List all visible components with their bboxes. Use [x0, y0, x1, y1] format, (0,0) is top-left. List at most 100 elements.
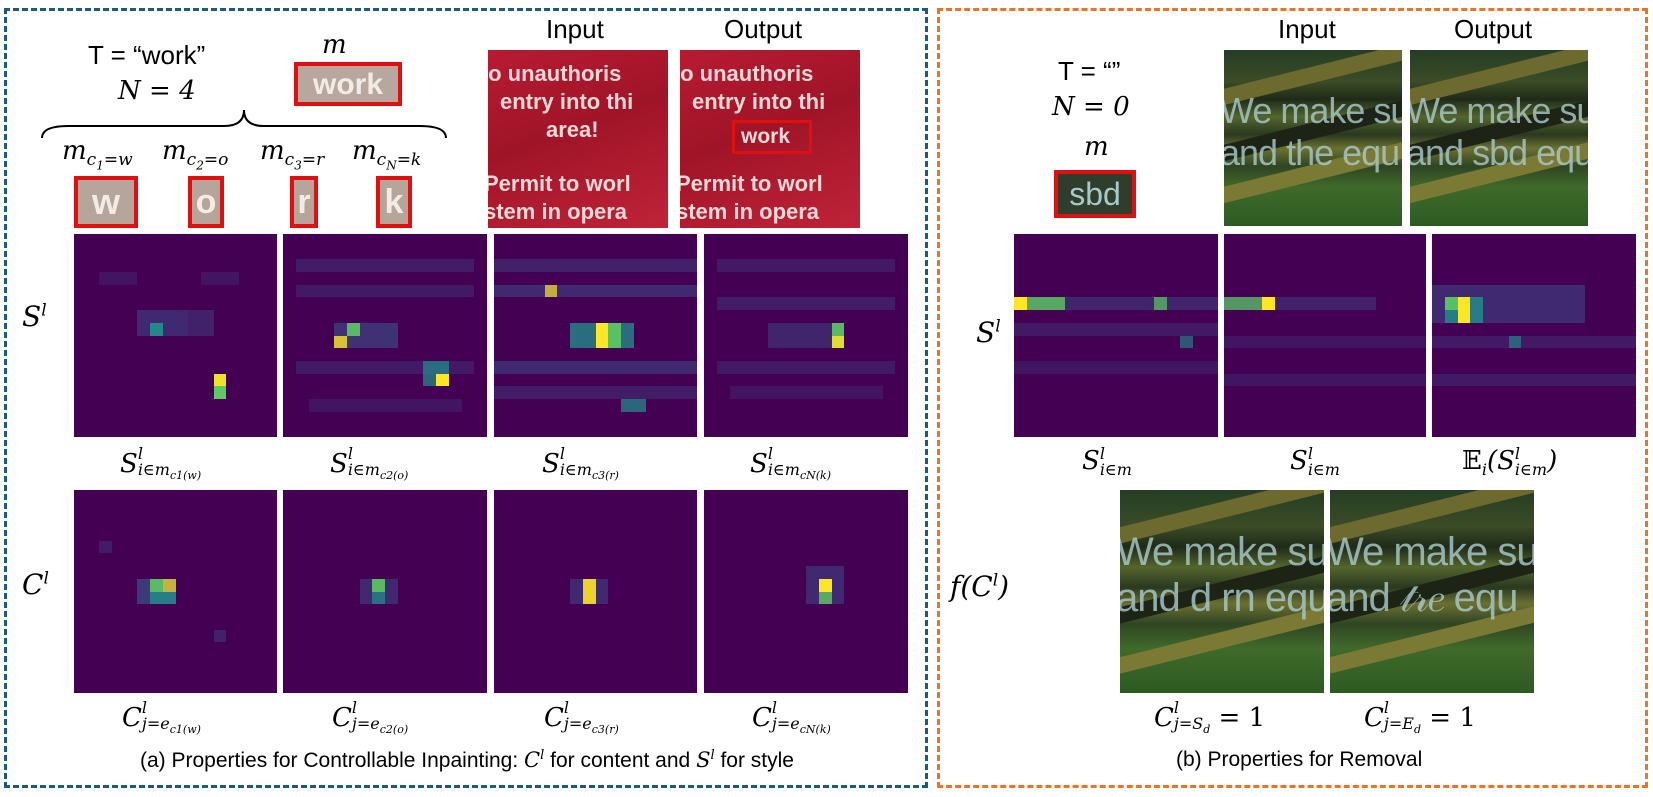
char-label-1: mc1=w [62, 136, 133, 173]
heatmap-style-char-k [704, 234, 908, 437]
heatmap-removal-style-mean [1432, 234, 1636, 437]
heatmap-removal-style-1 [1014, 234, 1218, 437]
heatmap-cell [620, 398, 647, 412]
heatmap-cell [716, 360, 896, 374]
heatmap-cell [608, 322, 621, 349]
heatmap-cell [1014, 297, 1218, 311]
heatmap-cell [582, 578, 596, 605]
removal-result-image-sd: We make su and d rn equ [1120, 490, 1324, 693]
heatmap-content-char-k [704, 490, 908, 693]
char-crop-3: r [290, 176, 318, 228]
heatmap-cell [1179, 335, 1193, 349]
panel-a-output-image: lo unauthoris entry into thi work Permit… [680, 50, 860, 228]
panel-a-mask-word-box: work [294, 62, 402, 106]
heatmap-cell [150, 322, 163, 336]
panel-b-input-image: We make su and the equ [1224, 50, 1402, 226]
panel-b-row-label-s: Sl [976, 316, 1001, 349]
heatmap-cell [1444, 297, 1458, 311]
char-label-4: mcN=k [352, 136, 422, 173]
char-label-2: mc2=o [162, 136, 229, 173]
heatmap-style-char-o [283, 234, 487, 437]
heatmap-cell [1224, 373, 1426, 387]
heatmap-cell [346, 322, 360, 336]
heatmap-cell [494, 386, 697, 399]
heatmap-cell [1014, 322, 1218, 336]
heatmap-content-char-r [494, 490, 697, 693]
heatmap-cell [818, 591, 832, 605]
heatmap-cell [595, 322, 609, 349]
heatmap-cell [213, 373, 227, 387]
panel-b-row-label-f: f(Cl) [950, 570, 1010, 603]
heatmap-cell [716, 297, 896, 311]
heatmap-cell [188, 310, 214, 336]
panel-b-removal [937, 8, 1648, 788]
heatmap-style-char-r [494, 234, 697, 437]
panel-b-t-label: T = “” [1058, 56, 1121, 86]
heatmap-cell [818, 578, 832, 592]
panel-b-caption: (b) Properties for Removal [1176, 748, 1423, 771]
heatmap-cell [308, 398, 462, 412]
curly-brace-icon [41, 109, 447, 139]
heatmap-cell [213, 629, 227, 643]
panel-a-t-label: T = “work” [88, 40, 206, 70]
heatmap-cell [436, 373, 449, 387]
heatmap-cell [99, 272, 138, 285]
heatmap-cell [99, 540, 113, 554]
panel-b-mask-word: sbd [1069, 176, 1121, 212]
char-crop-2: o [188, 176, 224, 228]
removal-result-image-ed: We make su and 𝓉𝓇𝑒 equ [1330, 490, 1534, 693]
heatmap-cell [295, 259, 475, 273]
heatmap-cell [544, 284, 558, 298]
heatmap-removal-style-2 [1224, 234, 1426, 437]
char-crop-4: k [376, 176, 412, 228]
panel-a-caption: (a) Properties for Controllable Inpainti… [140, 748, 794, 772]
heatmap-cell [372, 578, 385, 592]
heatmap-cell [295, 284, 475, 298]
heatmap-cell [1014, 360, 1218, 374]
heatmap-cell [150, 591, 176, 605]
heatmap-cell [137, 310, 189, 336]
heatmap-cell [729, 386, 883, 399]
heatmap-cell [494, 259, 697, 273]
panel-a-n-label: N = 4 [118, 76, 196, 106]
panel-b-n-label: N = 0 [1052, 92, 1130, 122]
panel-b-mask-word-box: sbd [1054, 170, 1136, 218]
panel-a-input-image: lo unauthoris entry into thi area! Permi… [488, 50, 668, 228]
panel-a-output-label: Output [724, 14, 803, 44]
panel-a-output-edit-box: work [732, 120, 812, 154]
heatmap-content-char-o [283, 490, 487, 693]
panel-b-m-label: m [1084, 132, 1109, 162]
panel-b-output-label: Output [1454, 14, 1533, 44]
heatmap-cell [1261, 297, 1275, 311]
panel-b-output-image: We make su and sbd equ [1410, 50, 1588, 226]
heatmap-cell [716, 259, 896, 273]
heatmap-cell [1014, 297, 1065, 311]
panel-a-controllable-inpainting [4, 8, 928, 788]
heatmap-cell [494, 360, 697, 374]
heatmap-cell [162, 578, 176, 592]
heatmap-cell [1154, 297, 1167, 311]
heatmap-cell [1224, 335, 1426, 349]
panel-a-m-label: m [322, 30, 347, 60]
heatmap-cell [334, 335, 347, 349]
heatmap-cell [1014, 297, 1027, 311]
heatmap-cell [200, 272, 239, 285]
heatmap-cell [831, 335, 845, 349]
panel-a-mask-word: work [312, 68, 384, 101]
heatmap-cell [1508, 335, 1522, 349]
heatmap-cell [1432, 335, 1636, 349]
heatmap-content-char-w [74, 490, 277, 693]
char-label-3: mc3=r [260, 136, 325, 173]
